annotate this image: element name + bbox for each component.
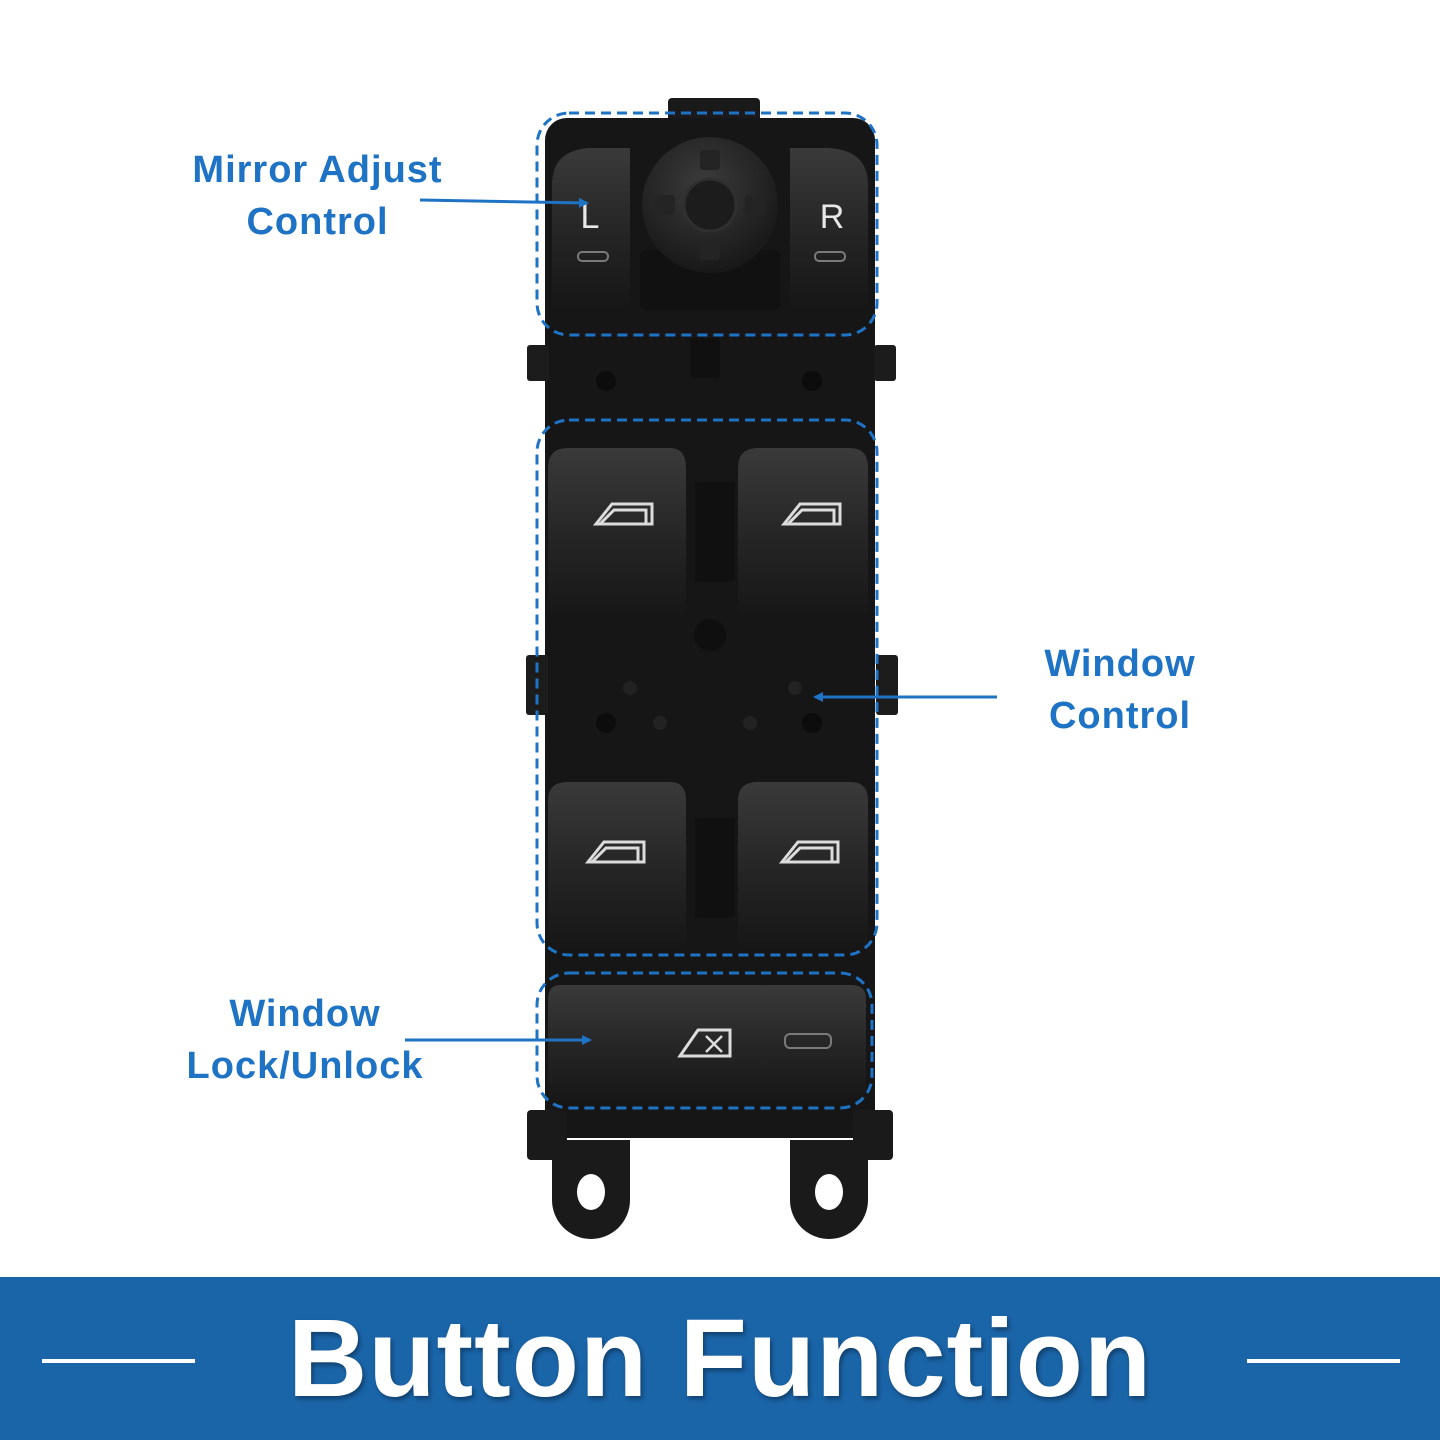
- mirror-zone-outline: [535, 111, 879, 337]
- arrow-icon: [405, 197, 997, 1045]
- banner-title: Button Function: [287, 1297, 1153, 1420]
- banner-rule-left: [42, 1359, 195, 1363]
- window-control-callout: Window Control: [1010, 638, 1230, 742]
- window-callout-line1: Window: [1044, 643, 1196, 685]
- window-callout-line2: Control: [1048, 695, 1192, 737]
- mirror-adjust-callout: Mirror Adjust Control: [160, 144, 475, 248]
- window-front-right-button[interactable]: [738, 448, 868, 620]
- window-rear-left-button[interactable]: [548, 782, 686, 950]
- mirror-callout-line2: Control: [246, 201, 389, 243]
- mirror-callout-line1: Mirror Adjust: [192, 149, 443, 191]
- mirror-right-button[interactable]: [790, 148, 868, 310]
- mirror-joystick-icon[interactable]: [640, 137, 780, 310]
- title-banner: Button Function: [0, 1277, 1440, 1440]
- window-lock-icon: [677, 1028, 732, 1058]
- window-front-left-button[interactable]: [548, 448, 686, 620]
- mirror-right-label: R: [820, 198, 845, 236]
- lock-callout-line1: Window: [229, 993, 381, 1035]
- banner-rule-right: [1247, 1359, 1400, 1363]
- window-zone-outline: [535, 418, 879, 957]
- window-rear-right-button[interactable]: [738, 782, 868, 950]
- mirror-left-button[interactable]: [552, 148, 630, 310]
- lock-callout-line2: Lock/Unlock: [186, 1045, 424, 1087]
- lock-zone-outline: [535, 971, 874, 1110]
- window-lock-callout: Window Lock/Unlock: [160, 988, 450, 1092]
- callout-outlines: [535, 111, 879, 1110]
- window-lock-button[interactable]: [548, 985, 866, 1104]
